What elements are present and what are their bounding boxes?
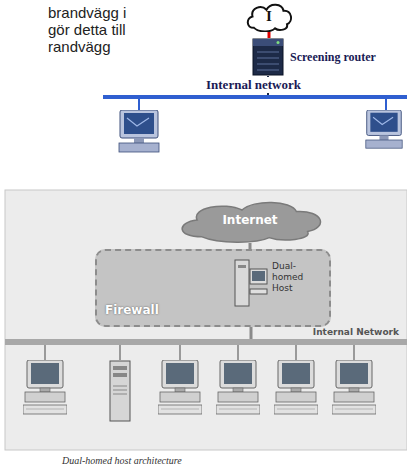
router-shape bbox=[252, 38, 284, 76]
network-label: Internal network bbox=[203, 77, 304, 93]
workstation-icon bbox=[332, 360, 376, 414]
host-shape bbox=[234, 259, 268, 307]
device-label: Screening router bbox=[290, 50, 376, 65]
region-label: Firewall bbox=[105, 303, 159, 317]
slide-text: brandvägg i gör detta till randvägg bbox=[48, 4, 148, 55]
host-label: Dual-homed Host bbox=[272, 261, 312, 294]
network-label: Internal Network bbox=[313, 327, 399, 337]
workstation-icon bbox=[158, 360, 202, 414]
workstation-icon bbox=[274, 360, 318, 414]
internet-cloud: Internet bbox=[170, 197, 330, 243]
connector bbox=[268, 32, 271, 38]
router-node: Screening router bbox=[252, 38, 284, 76]
workstation-icon bbox=[216, 360, 260, 414]
figure-panel bbox=[5, 190, 407, 450]
figure-caption: Dual-homed host architecture bbox=[62, 455, 182, 466]
firewall-region: Firewall Dual-homed Host bbox=[95, 249, 331, 327]
network-drop bbox=[385, 99, 387, 110]
cloud-node: I bbox=[244, 1, 294, 32]
workstation-icon bbox=[23, 360, 67, 414]
workstation-icon bbox=[366, 110, 402, 148]
network-band: Internal network bbox=[103, 95, 407, 99]
network-drop bbox=[138, 99, 140, 110]
node-label: I bbox=[266, 8, 272, 25]
node-label: Internet bbox=[222, 213, 277, 227]
lan-drops bbox=[45, 345, 354, 360]
server-icon bbox=[110, 361, 130, 421]
workstation-icon bbox=[119, 110, 159, 152]
host-node: Dual-homed Host bbox=[234, 259, 268, 307]
network-band: Internal Network bbox=[5, 339, 407, 345]
